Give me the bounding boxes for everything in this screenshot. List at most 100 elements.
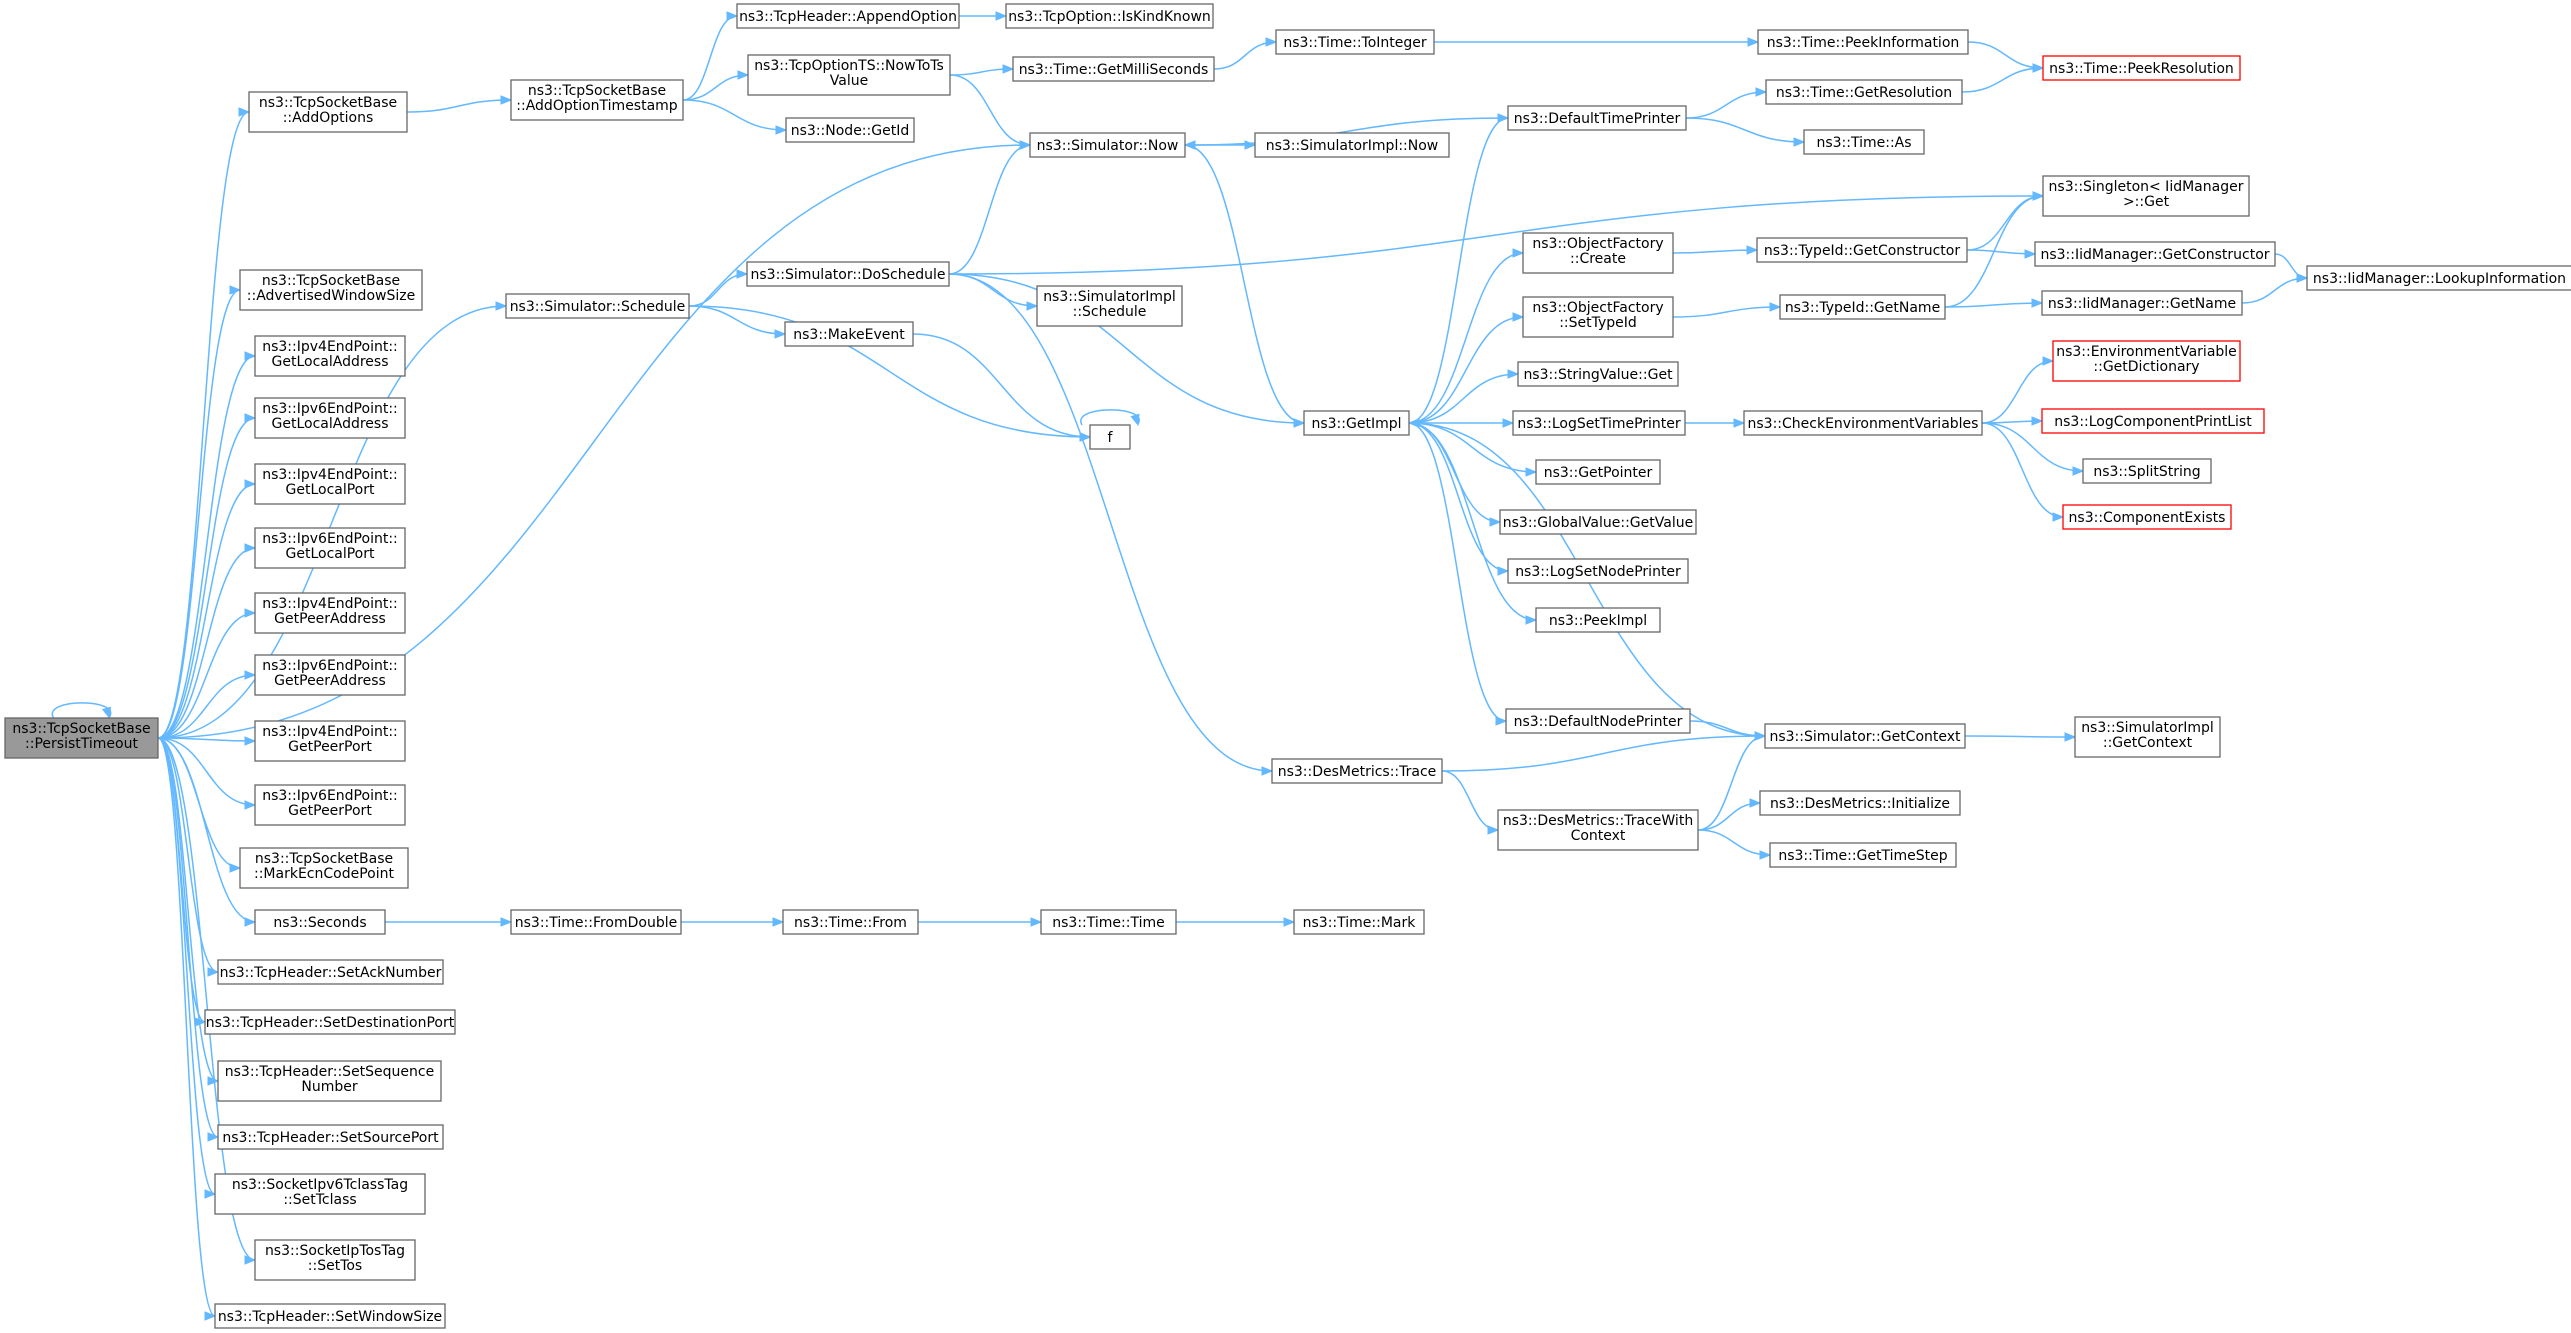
edge-get-impl-to-str-get-arrow [1507,369,1520,379]
node-append-opt[interactable]: ns3::TcpHeader::AppendOption [736,3,960,29]
edge-trace-with-ctx-to-get-time-step-arrow [1759,850,1772,860]
node-ip4-local-port[interactable]: ns3::Ipv4EndPoint::GetLocalPort [254,463,406,505]
node-log-set-time[interactable]: ns3::LogSetTimePrinter [1512,410,1686,436]
node-ip6-local-port[interactable]: ns3::Ipv6EndPoint::GetLocalPort [254,527,406,569]
node-box [510,909,682,935]
node-box [1507,105,1687,131]
node-label: Value [830,73,868,89]
node-env-get-dict[interactable]: ns3::EnvironmentVariable::GetDictionary [2052,340,2241,382]
edge-def-time-printer-to-time-as-arrow [1793,137,1806,147]
node-box [1512,410,1686,436]
node-def-node-printer[interactable]: ns3::DefaultNodePrinter [1505,708,1691,734]
node-split-string[interactable]: ns3::SplitString [2082,458,2212,484]
node-box [1303,410,1410,436]
node-iid-lookup[interactable]: ns3::IidManager::LookupInformation [2306,265,2571,291]
edge-of-create-to-tid-get-ctor-arrow [1746,245,1759,255]
edge-des-trace-to-trace-with-ctx-arrow [1487,825,1500,835]
node-time-from-double[interactable]: ns3::Time::FromDouble [510,909,682,935]
node-node-get-id[interactable]: ns3::Node::GetId [785,117,915,143]
node-do-schedule[interactable]: ns3::Simulator::DoSchedule [746,261,950,287]
node-sim-now[interactable]: ns3::Simulator::Now [1029,132,1186,158]
node-mark-ecn[interactable]: ns3::TcpSocketBase::MarkEcnCodePoint [239,847,409,889]
node-box [1089,424,1131,450]
node-set-dst-port[interactable]: ns3::TcpHeader::SetDestinationPort [204,1009,456,1035]
node-tid-get-ctor[interactable]: ns3::TypeId::GetConstructor [1756,237,1968,263]
node-add-options[interactable]: ns3::TcpSocketBase::AddOptions [248,91,408,133]
node-des-init[interactable]: ns3::DesMetrics::Initialize [1759,790,1961,816]
node-adv-win[interactable]: ns3::TcpSocketBase::AdvertisedWindowSize [239,269,423,311]
node-box [2082,458,2212,484]
node-time-time[interactable]: ns3::Time::Time [1040,909,1177,935]
node-add-opt-ts[interactable]: ns3::TcpSocketBase::AddOptionTimestamp [510,79,684,121]
node-ip4-peer-addr[interactable]: ns3::Ipv4EndPoint::GetPeerAddress [254,592,406,634]
node-iid-get-ctor[interactable]: ns3::IidManager::GetConstructor [2034,241,2276,267]
node-get-context[interactable]: ns3::Simulator::GetContext [1764,723,1966,749]
node-time-from[interactable]: ns3::Time::From [782,909,919,935]
node-make-event[interactable]: ns3::MakeEvent [784,321,914,347]
node-label: Context [1571,828,1626,844]
node-log-set-node[interactable]: ns3::LogSetNodePrinter [1507,558,1689,584]
node-str-get[interactable]: ns3::StringValue::Get [1517,361,1679,387]
node-tid-get-name[interactable]: ns3::TypeId::GetName [1779,294,1946,320]
node-schedule[interactable]: ns3::Simulator::Schedule [505,293,690,319]
node-seconds[interactable]: ns3::Seconds [254,909,386,935]
node-set-ack[interactable]: ns3::TcpHeader::SetAckNumber [217,959,444,985]
node-f[interactable]: f [1089,424,1131,450]
node-ip6-peer-addr[interactable]: ns3::Ipv6EndPoint::GetPeerAddress [254,654,406,696]
node-box [736,3,960,29]
edge-add-options-to-add-opt-ts-arrow [500,95,513,105]
node-get-pointer[interactable]: ns3::GetPointer [1535,459,1661,485]
node-get-impl[interactable]: ns3::GetImpl [1303,410,1410,436]
node-set-tos[interactable]: ns3::SocketIpTosTag::SetTos [254,1239,416,1281]
node-of-set-type-id[interactable]: ns3::ObjectFactory::SetTypeId [1522,296,1674,338]
node-des-trace[interactable]: ns3::DesMetrics::Trace [1271,758,1443,784]
edge-root-to-seconds-arrow [244,917,257,927]
node-singleton-get[interactable]: ns3::Singleton< IidManager>::Get [2042,175,2250,217]
node-gv-get-value[interactable]: ns3::GlobalValue::GetValue [1499,509,1697,535]
node-set-src-port[interactable]: ns3::TcpHeader::SetSourcePort [217,1124,444,1150]
node-box [1507,558,1689,584]
node-impl-schedule[interactable]: ns3::SimulatorImpl::Schedule [1036,285,1183,327]
node-impl-get-ctx[interactable]: ns3::SimulatorImpl::GetContext [2074,716,2221,758]
node-label: ns3::Ipv4EndPoint:: [262,596,398,612]
node-ip4-peer-port[interactable]: ns3::Ipv4EndPoint::GetPeerPort [254,720,406,762]
node-of-create[interactable]: ns3::ObjectFactory::Create [1522,232,1674,274]
node-log-comp-list[interactable]: ns3::LogComponentPrintList [2041,408,2265,434]
node-peek-impl[interactable]: ns3::PeekImpl [1535,607,1661,633]
node-box [1759,790,1961,816]
node-peek-info[interactable]: ns3::Time::PeekInformation [1757,29,1969,55]
node-impl-now[interactable]: ns3::SimulatorImpl::Now [1254,132,1450,158]
node-set-win[interactable]: ns3::TcpHeader::SetWindowSize [214,1303,446,1329]
node-box [1765,79,1963,105]
node-def-time-printer[interactable]: ns3::DefaultTimePrinter [1507,105,1687,131]
edge-check-env-to-split-string [1981,422,2084,472]
node-ip6-peer-port[interactable]: ns3::Ipv6EndPoint::GetPeerPort [254,784,406,826]
node-box [1764,723,1966,749]
node-box [505,293,690,319]
node-get-res[interactable]: ns3::Time::GetResolution [1765,79,1963,105]
node-get-time-step[interactable]: ns3::Time::GetTimeStep [1769,842,1957,868]
edge-to-integer-to-peek-info-arrow [1747,37,1760,47]
node-label: ns3::Time::GetMilliSeconds [1019,62,1209,78]
node-is-kind-known[interactable]: ns3::TcpOption::IsKindKnown [1005,3,1214,29]
node-comp-exists[interactable]: ns3::ComponentExists [2062,504,2232,530]
node-peek-res[interactable]: ns3::Time::PeekResolution [2042,55,2241,81]
node-iid-get-name[interactable]: ns3::IidManager::GetName [2041,290,2243,316]
node-set-tclass[interactable]: ns3::SocketIpv6TclassTag::SetTclass [214,1173,426,1215]
edge-def-time-printer-to-get-res-arrow [1755,87,1768,97]
node-time-mark[interactable]: ns3::Time::Mark [1293,909,1425,935]
edge-tid-get-name-to-iid-get-name [1944,302,2043,308]
node-check-env[interactable]: ns3::CheckEnvironmentVariables [1743,410,1983,436]
node-root[interactable]: ns3::TcpSocketBase::PersistTimeout [4,717,159,759]
edge-root-to-set-tos [157,737,256,1261]
node-time-as[interactable]: ns3::Time::As [1803,129,1925,155]
node-ip4-local-addr[interactable]: ns3::Ipv4EndPoint::GetLocalAddress [254,335,406,377]
node-ip6-local-addr[interactable]: ns3::Ipv6EndPoint::GetLocalAddress [254,397,406,439]
node-label: ns3::Time::From [794,915,907,931]
node-box [1499,509,1697,535]
node-to-integer[interactable]: ns3::Time::ToInteger [1275,29,1435,55]
node-get-milli[interactable]: ns3::Time::GetMilliSeconds [1012,56,1215,82]
